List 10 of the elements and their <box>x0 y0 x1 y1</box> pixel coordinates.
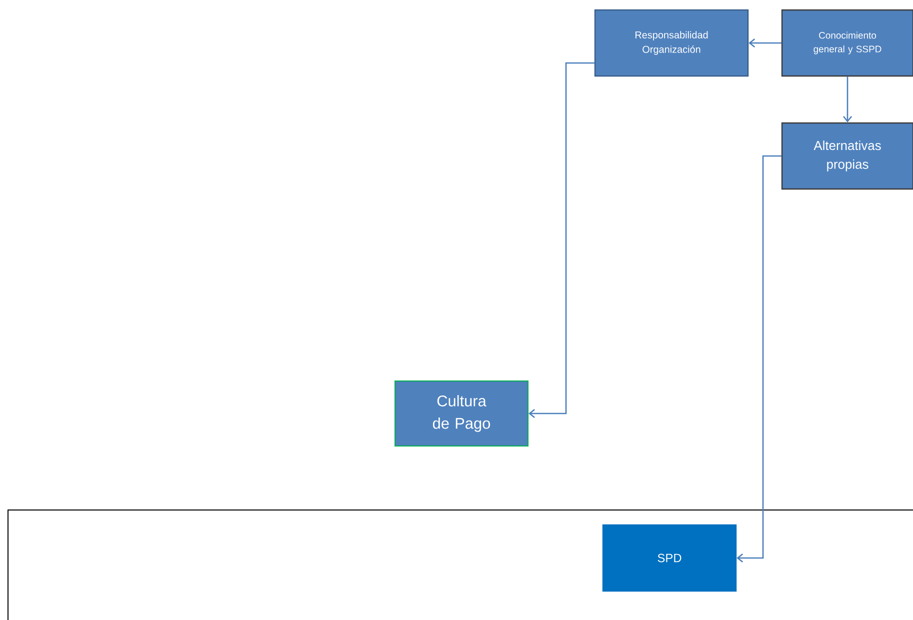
arrow <box>528 62 594 418</box>
process-box: Responsabilidad Organización <box>594 9 749 77</box>
process-box: SPD <box>602 524 737 592</box>
panel-frame <box>8 510 913 620</box>
process-box: Cultura de Pago <box>394 380 528 446</box>
arrow <box>748 38 782 48</box>
arrow <box>843 76 852 122</box>
arrow <box>736 155 782 562</box>
process-box: Conocimiento general y SSPD <box>781 9 913 77</box>
process-box: Alternativas propias <box>781 122 913 190</box>
